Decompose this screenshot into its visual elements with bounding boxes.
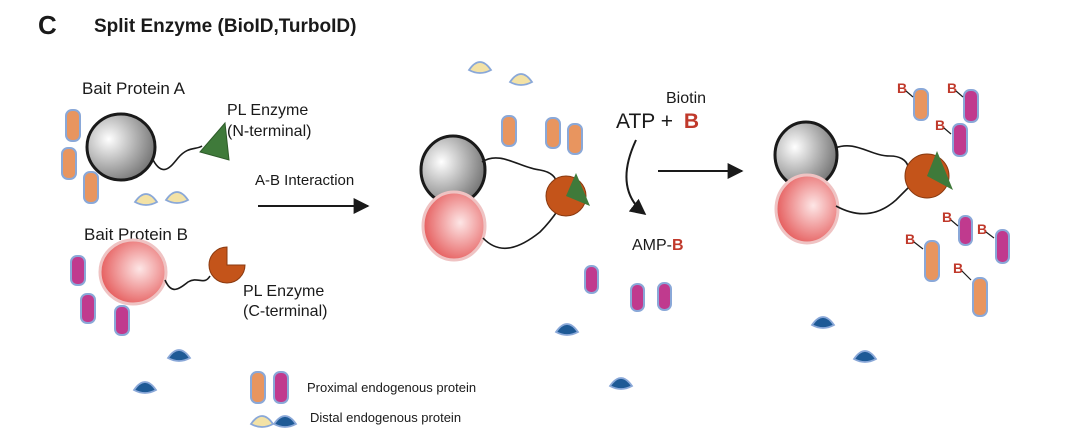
pl-enzyme-n-label-1: PL Enzyme bbox=[227, 102, 308, 119]
panel-letter: C bbox=[38, 10, 57, 40]
distal-protein bbox=[164, 191, 190, 204]
bait-a-label: Bait Protein A bbox=[82, 79, 186, 98]
distal-protein bbox=[554, 323, 580, 336]
pl-enzyme-c-label-1: PL Enzyme bbox=[243, 283, 324, 300]
interaction-label: A-B Interaction bbox=[255, 172, 354, 189]
bait-protein-b-labeled bbox=[774, 173, 840, 245]
amp-biotin-b: B bbox=[672, 237, 684, 254]
distal-protein bbox=[608, 377, 634, 390]
biotinylated-protein bbox=[963, 89, 979, 123]
biotinylated-protein bbox=[995, 229, 1010, 264]
biotin-tag: B bbox=[947, 80, 957, 96]
biotinylated-protein bbox=[972, 277, 988, 317]
reconstituted-pl-enzyme bbox=[545, 173, 590, 217]
bait-protein-a bbox=[85, 112, 157, 182]
biotin-tag: B bbox=[942, 209, 952, 225]
proximal-protein bbox=[80, 293, 96, 324]
bait-protein-b bbox=[98, 238, 168, 306]
biotinylated-proteins: B B B B B B B bbox=[897, 80, 1010, 317]
reconstituted-pl-enzyme-active bbox=[904, 151, 953, 199]
atp-label: ATP + B bbox=[616, 110, 699, 133]
legend-distal-yellow-swatch bbox=[249, 415, 275, 428]
distal-protein bbox=[166, 349, 192, 362]
distal-protein bbox=[508, 73, 534, 86]
biotin-label: Biotin bbox=[666, 90, 706, 107]
proximal-protein bbox=[501, 115, 517, 147]
distal-protein bbox=[810, 316, 836, 329]
linker-a bbox=[151, 145, 203, 171]
biotin-tag: B bbox=[977, 221, 987, 237]
legend-distal-blue-swatch bbox=[272, 415, 298, 428]
bait-b-label: Bait Protein B bbox=[84, 225, 188, 244]
pl-enzyme-n-label-2: (N-terminal) bbox=[227, 123, 311, 140]
pl-enzyme-c-terminal bbox=[208, 246, 246, 284]
legend-proximal-label: Proximal endogenous protein bbox=[307, 380, 476, 395]
distal-protein bbox=[852, 350, 878, 363]
biotinylated-protein bbox=[913, 88, 929, 121]
pl-enzyme-c-label-2: (C-terminal) bbox=[243, 303, 327, 320]
biotin-tag: B bbox=[897, 80, 907, 96]
proximal-protein bbox=[61, 147, 77, 180]
proximal-protein bbox=[65, 109, 81, 142]
biotinylated-protein bbox=[924, 240, 940, 282]
proximal-protein bbox=[657, 282, 672, 311]
proximal-protein bbox=[70, 255, 86, 286]
distal-protein bbox=[133, 193, 159, 206]
bait-protein-b-complex bbox=[421, 190, 487, 262]
amp-label: AMP-B bbox=[632, 237, 684, 254]
proximal-protein bbox=[83, 171, 99, 204]
biotinylated-protein bbox=[958, 215, 973, 246]
legend-proximal-orange-swatch bbox=[250, 371, 266, 404]
proximal-protein bbox=[545, 117, 561, 149]
pl-enzyme-n-terminal bbox=[199, 121, 230, 161]
linker-b bbox=[164, 275, 211, 291]
proximal-protein bbox=[567, 123, 583, 155]
linker-a-labeled bbox=[834, 145, 909, 167]
proximal-protein bbox=[114, 305, 130, 336]
proximal-protein-group-a bbox=[61, 109, 99, 204]
linker-b-labeled bbox=[835, 185, 911, 215]
distal-protein bbox=[132, 381, 158, 394]
figure-title: Split Enzyme (BioID,TurboID) bbox=[94, 16, 356, 37]
legend-proximal-magenta-swatch bbox=[273, 371, 289, 404]
legend-distal-label: Distal endogenous protein bbox=[310, 410, 461, 425]
proximal-protein bbox=[584, 265, 599, 294]
legend: Proximal endogenous protein Distal endog… bbox=[249, 371, 476, 428]
biotin-tag: B bbox=[905, 231, 915, 247]
biotin-tag: B bbox=[953, 260, 963, 276]
proximal-protein-group-b bbox=[70, 255, 130, 336]
proximal-protein bbox=[630, 283, 645, 312]
linker-a-complex bbox=[481, 157, 557, 183]
biotinylated-protein bbox=[952, 123, 968, 157]
linker-b-complex bbox=[482, 209, 559, 249]
biotin-b: B bbox=[684, 110, 699, 133]
biotin-tag: B bbox=[935, 117, 945, 133]
reaction-curved-arrow bbox=[625, 139, 647, 215]
distal-protein bbox=[467, 61, 493, 74]
